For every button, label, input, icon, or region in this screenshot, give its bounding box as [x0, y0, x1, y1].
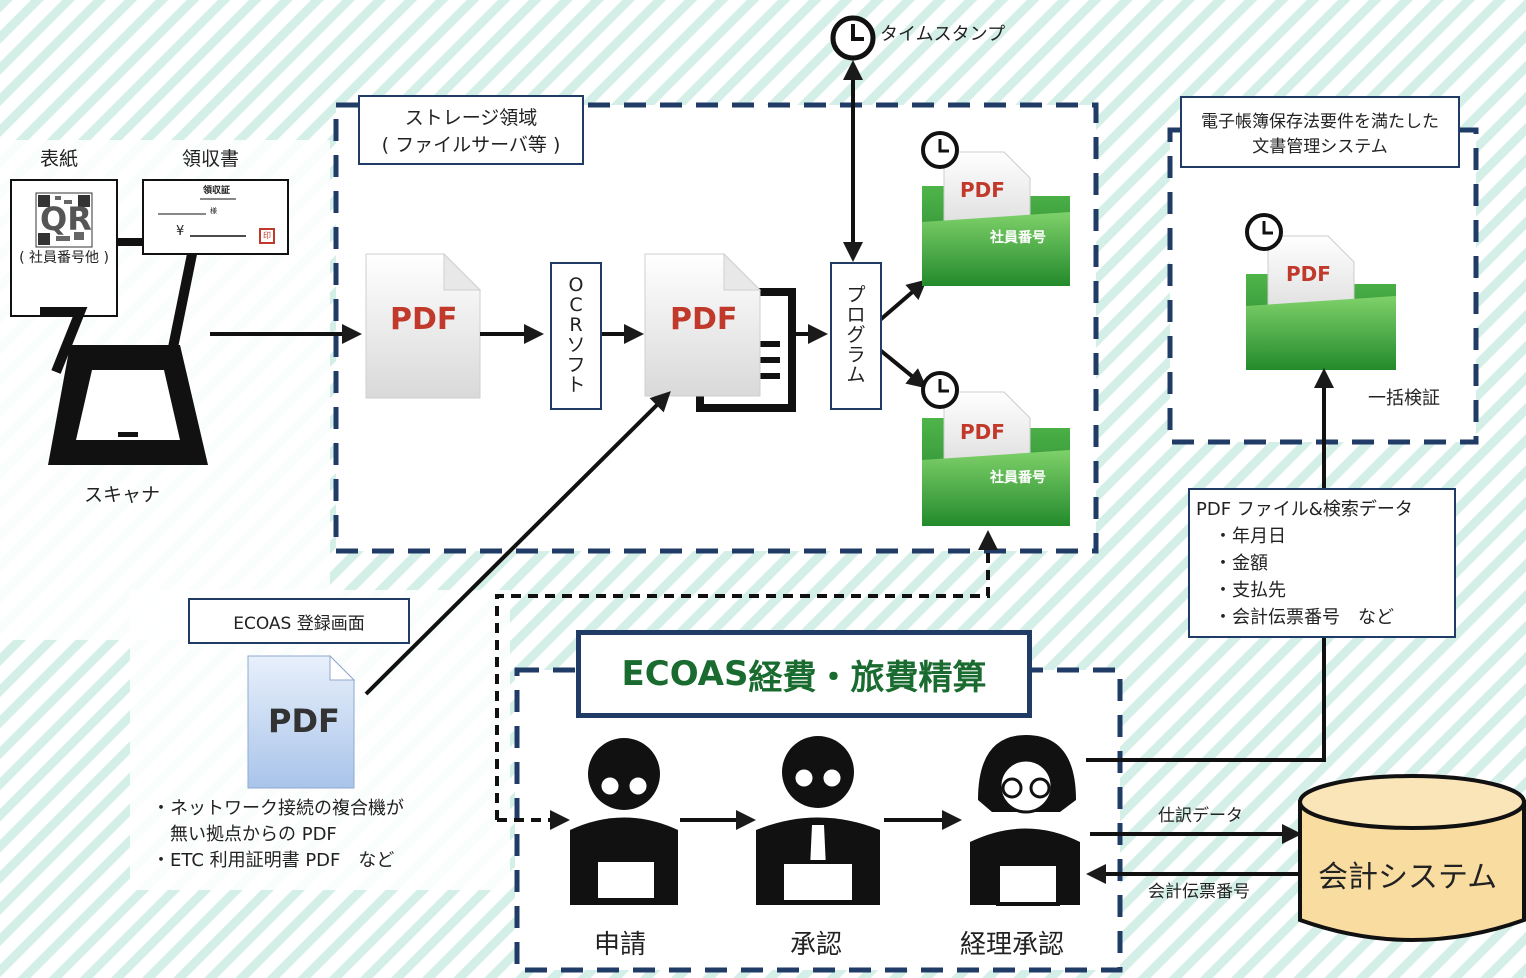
search-data-box: PDF ファイル&検索データ ・年月日 ・金額 ・支払先 ・会計伝票番号 など [1188, 488, 1456, 638]
applicant-person-icon [570, 738, 678, 905]
ocr-char: フ [566, 353, 586, 376]
ocr-char: R [569, 314, 583, 337]
dms-region-label: 電子帳簿保存法要件を満たした 文書管理システム [1180, 96, 1460, 168]
scanner-label: スキャナ [84, 484, 161, 506]
person-label-accounting-approve: 経理承認 [960, 930, 1065, 960]
ecoas-register-label: ECOAS 登録画面 [188, 598, 410, 644]
voucher-number-label: 会計伝票番号 [1148, 882, 1250, 902]
search-item-payee: ・支払先 [1214, 580, 1286, 601]
storage-region-label: ストレージ領域 ( ファイルサーバ等 ) [358, 95, 584, 165]
program-char: プ [846, 284, 866, 307]
search-item-voucher: ・会計伝票番号 など [1214, 607, 1394, 628]
accounting-system-database-icon [1298, 774, 1526, 942]
receipt-label: 領収書 [182, 148, 240, 170]
qr-text: QR [40, 200, 92, 238]
uploaded-pdf-icon [247, 654, 356, 789]
folder2-label: 社員番号 [990, 470, 1046, 486]
accounting-system-label: 会計システム [1318, 860, 1498, 895]
folder2-pdf-label: PDF [960, 420, 1005, 444]
qr-code-icon [35, 192, 93, 248]
pdf-document-icon [365, 252, 482, 399]
employee-folder-icon-2 [921, 371, 1070, 526]
search-box-title: PDF ファイル&検索データ [1196, 499, 1413, 520]
upload-to-storage-arrow [364, 391, 671, 696]
program-char: グ [846, 324, 866, 347]
pdf-label-1: PDF [390, 302, 458, 337]
scanner-icon [40, 238, 208, 465]
search-item-date: ・年月日 [1214, 526, 1286, 547]
receipt-yen: ¥ [176, 224, 185, 239]
receipt-title: 領収証 [203, 186, 231, 196]
notes-line-1: ・ネットワーク接続の複合機が [152, 798, 404, 819]
ecoas-title-latin: ECOAS [621, 654, 749, 694]
folder1-pdf-label: PDF [960, 178, 1005, 202]
pdf-with-text-icon [644, 252, 796, 412]
ocr-char: C [569, 294, 583, 317]
receipt [142, 179, 289, 255]
program-char: ロ [846, 304, 866, 327]
program-to-folder1-arrow [878, 279, 928, 322]
employee-folder-icon-1 [921, 131, 1070, 286]
bulk-verify-label: 一括検証 [1368, 388, 1440, 409]
ecoas-to-folder-dashed-arrow [495, 530, 998, 820]
search-item-amount: ・金額 [1214, 553, 1268, 574]
notes-line-2: 無い拠点からの PDF [152, 824, 337, 845]
dms-folder-icon [1245, 213, 1396, 370]
ecoas-title-jp: 経費・旅費精算 [748, 657, 987, 698]
program-char: ム [846, 363, 866, 386]
accounting-approver-person-icon [970, 735, 1080, 906]
uploaded-pdf-label: PDF [268, 702, 340, 740]
storage-label-line1: ストレージ領域 [404, 107, 538, 129]
dms-label-line1: 電子帳簿保存法要件を満たした [1201, 112, 1439, 132]
timestamp-label: タイムスタンプ [880, 24, 1006, 45]
receipt-stamp: 印 [263, 231, 271, 240]
approver-person-icon [756, 736, 880, 905]
ocr-char: ト [566, 373, 586, 396]
timestamp-clock-icon [830, 15, 876, 61]
program-char: ラ [846, 343, 866, 366]
program-to-folder2-arrow [878, 348, 928, 389]
dms-label-line2: 文書管理システム [1252, 137, 1388, 157]
person-label-apply: 申請 [594, 930, 647, 960]
pdf-label-2: PDF [670, 302, 738, 337]
dms-pdf-label: PDF [1286, 262, 1331, 286]
qr-subtext: ( 社員番号他 ) [19, 250, 109, 266]
program-box: プログラム [830, 262, 882, 410]
ocr-char: ソ [566, 334, 586, 356]
receipt-sama: 様 [210, 207, 217, 215]
cover-label: 表紙 [40, 148, 79, 170]
ecoas-title-box: ECOAS 経費・旅費精算 [576, 630, 1032, 718]
ocr-char: O [568, 274, 584, 297]
cover-sheet [10, 179, 118, 317]
storage-region-border [333, 102, 1099, 554]
notes-line-3: ・ETC 利用証明書 PDF など [152, 850, 395, 871]
folder1-label: 社員番号 [990, 230, 1046, 246]
journal-data-label: 仕訳データ [1158, 806, 1243, 826]
storage-label-line2: ( ファイルサーバ等 ) [381, 134, 561, 156]
program-label: プログラム [832, 264, 880, 408]
person-label-approve: 承認 [790, 930, 843, 960]
